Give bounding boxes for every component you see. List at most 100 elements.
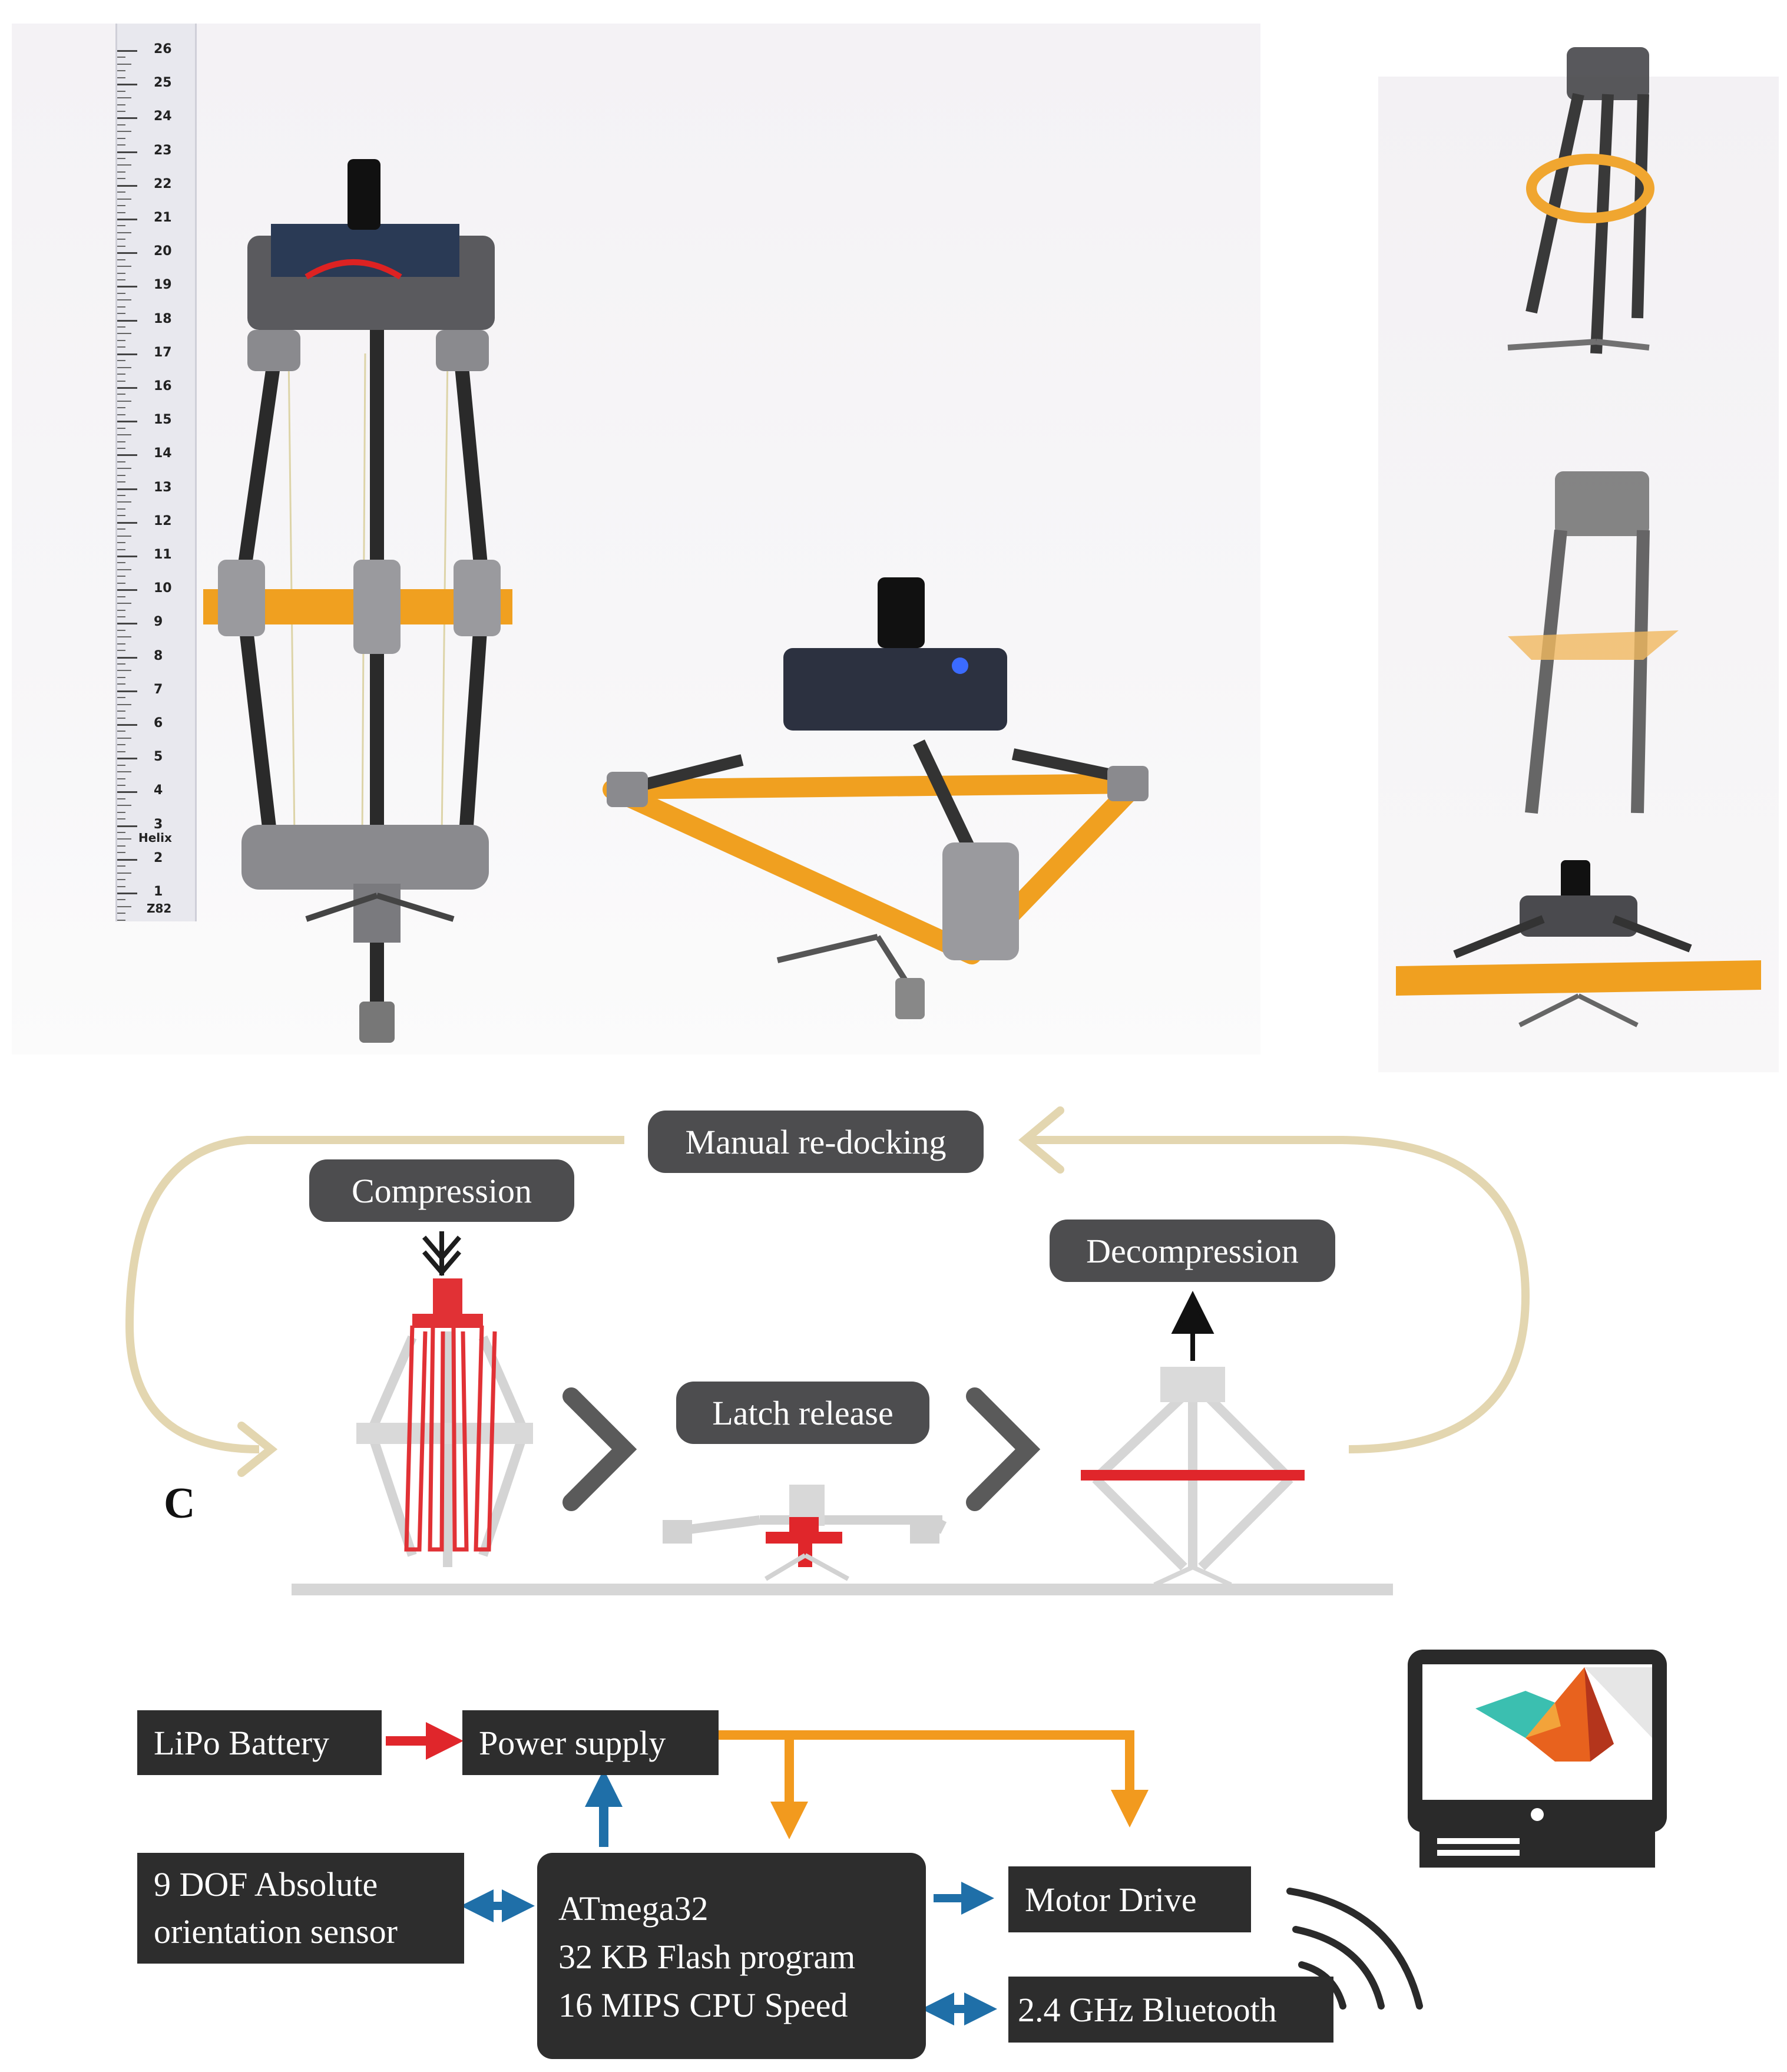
ruler-tick-mark — [117, 252, 137, 255]
chevron-right-icon-2 — [966, 1387, 1041, 1511]
ruler-minor-tick — [117, 104, 125, 105]
orientation-sensor-box: 9 DOF Absolute orientation sensor — [137, 1853, 464, 1964]
ruler-minor-tick — [117, 339, 125, 341]
ruler-minor-tick — [117, 225, 125, 227]
ruler-minor-tick — [117, 515, 125, 517]
ruler-tick-label: 4 — [154, 783, 163, 798]
ruler-tick-label: 7 — [154, 682, 163, 697]
ruler-minor-tick — [117, 158, 125, 160]
ruler-tick-label: 5 — [154, 749, 163, 765]
ruler-minor-tick — [117, 778, 125, 779]
mcu-line-2: 32 KB Flash program — [558, 1938, 856, 1976]
ruler-minor-tick — [117, 535, 131, 537]
ruler-minor-tick — [117, 629, 125, 631]
ruler-minor-tick — [117, 374, 125, 375]
ruler-minor-tick — [117, 838, 131, 840]
motor-drive-box: Motor Drive — [1008, 1866, 1251, 1932]
ruler-minor-tick — [117, 663, 125, 665]
ruler-minor-tick — [117, 124, 125, 125]
ruler-tick-mark — [117, 421, 137, 423]
ruler-minor-tick — [117, 771, 131, 773]
redock-loop-left-arrowhead — [237, 1422, 278, 1477]
ruler-minor-tick — [117, 178, 125, 180]
ruler-minor-tick — [117, 313, 125, 315]
ruler-minor-tick — [117, 279, 125, 280]
ruler-minor-tick — [117, 616, 125, 617]
robot-latched — [663, 1485, 947, 1581]
ruler-tick-label: 3 — [154, 817, 163, 832]
ruler-tick-mark — [117, 454, 137, 457]
ruler-minor-tick — [117, 879, 125, 881]
robot-flat — [603, 577, 1149, 1019]
ruler-minor-tick — [117, 447, 125, 449]
ruler-minor-tick — [117, 57, 125, 58]
ruler-minor-tick — [117, 346, 125, 348]
ruler-minor-tick — [117, 798, 125, 799]
ruler-minor-tick — [117, 548, 125, 550]
ruler-tick-mark — [117, 319, 137, 322]
ruler-minor-tick — [117, 609, 125, 611]
panel-c-label: C — [164, 1479, 196, 1528]
ruler-minor-tick — [117, 508, 125, 510]
ruler-minor-tick — [117, 495, 125, 497]
ruler-minor-tick — [117, 70, 125, 72]
robot-compressed — [356, 1231, 533, 1567]
robot-jump-frame-2 — [1508, 471, 1679, 814]
ruler-minor-tick — [117, 818, 125, 820]
ruler-tick-label: 18 — [154, 311, 172, 326]
robot-tall — [203, 159, 512, 1043]
ruler-minor-tick — [117, 596, 125, 597]
ruler-brand: Helix — [138, 831, 172, 845]
ruler-tick-mark — [117, 758, 137, 760]
ruler-minor-tick — [117, 468, 131, 470]
ruler-tick-label: 6 — [154, 716, 163, 731]
ruler-tick-mark — [117, 151, 137, 153]
ruler-minor-tick — [117, 805, 131, 807]
ruler-minor-tick — [117, 414, 125, 415]
ruler-minor-tick — [117, 845, 125, 847]
redock-loop-right-arrowhead — [1018, 1106, 1064, 1174]
ruler-tick-label: 26 — [154, 42, 172, 57]
ruler-minor-tick — [117, 131, 131, 133]
ground-line — [292, 1584, 1393, 1595]
ruler-tick-mark — [117, 791, 137, 794]
ruler-minor-tick — [117, 441, 125, 442]
ruler-tick-label: 19 — [154, 277, 172, 293]
robot-jump-frame-1 — [1507, 47, 1654, 354]
ruler-minor-tick — [117, 784, 125, 786]
ruler-tick-label: 2 — [154, 850, 163, 865]
manual-redocking-label: Manual re-docking — [648, 1111, 984, 1173]
ruler-tick-label: 13 — [154, 480, 172, 495]
ruler-tick-label: 25 — [154, 75, 172, 91]
compression-arrow-icon — [422, 1231, 462, 1277]
ruler-minor-tick — [117, 232, 131, 233]
ruler-minor-tick — [117, 865, 125, 867]
ruler-minor-tick — [117, 461, 125, 462]
ruler-tick-mark — [117, 219, 137, 220]
ruler-minor-tick — [117, 245, 125, 247]
ruler-tick-mark — [117, 623, 137, 625]
ruler-tick-label: 17 — [154, 345, 172, 360]
ruler-minor-tick — [117, 711, 125, 712]
ruler-minor-tick — [117, 63, 131, 65]
ruler-minor-tick — [117, 239, 125, 240]
ruler-tick-mark — [117, 858, 137, 861]
ruler-tick-label: 22 — [154, 176, 172, 191]
ruler-minor-tick — [117, 164, 131, 166]
ruler-minor-tick — [117, 366, 131, 368]
decompression-label: Decompression — [1050, 1220, 1335, 1282]
ruler-minor-tick — [117, 407, 125, 409]
ruler-minor-tick — [117, 171, 125, 173]
ruler-minor-tick — [117, 899, 125, 901]
ruler-minor-tick — [117, 97, 131, 99]
ruler-minor-tick — [117, 582, 125, 584]
ruler-minor-tick — [117, 832, 125, 834]
ruler-tick-mark — [117, 825, 137, 827]
ruler-minor-tick — [117, 400, 131, 402]
ruler-minor-tick — [117, 77, 125, 78]
ruler-minor-tick — [117, 703, 131, 705]
ruler-minor-tick — [117, 744, 125, 746]
